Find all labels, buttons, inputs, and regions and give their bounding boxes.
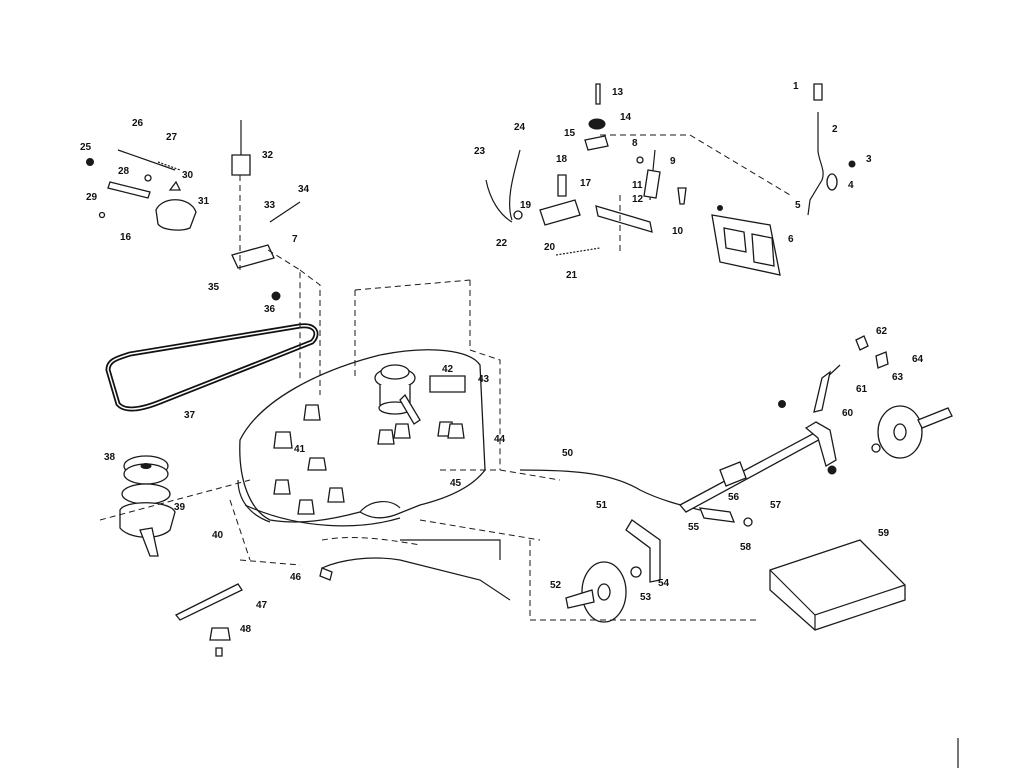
callout-30: 30 xyxy=(182,170,194,181)
callout-37: 37 xyxy=(184,410,196,421)
callout-60: 60 xyxy=(842,408,854,419)
callout-51: 51 xyxy=(596,500,608,511)
callout-34: 34 xyxy=(298,184,310,195)
callout-4: 4 xyxy=(848,180,854,191)
callout-39: 39 xyxy=(174,502,186,513)
callout-54: 54 xyxy=(658,578,670,589)
callout-53: 53 xyxy=(640,592,652,603)
callout-56: 56 xyxy=(728,492,740,503)
callout-28: 28 xyxy=(118,166,130,177)
idler-parts xyxy=(86,120,321,395)
callout-63: 63 xyxy=(892,372,904,383)
drive-belt xyxy=(105,323,319,412)
callout-36: 36 xyxy=(264,304,276,315)
callout-21: 21 xyxy=(566,270,578,281)
callout-20: 20 xyxy=(544,242,556,253)
callout-33: 33 xyxy=(264,200,276,211)
pulley-assembly xyxy=(119,455,176,557)
callout-15: 15 xyxy=(564,128,576,139)
callout-52: 52 xyxy=(550,580,562,591)
callout-19: 19 xyxy=(520,200,532,211)
callout-12: 12 xyxy=(632,194,644,205)
callout-35: 35 xyxy=(208,282,220,293)
callout-50: 50 xyxy=(562,448,574,459)
spindle-assembly xyxy=(374,364,421,425)
callout-labels: 1 2 3 4 5 6 7 8 9 10 11 12 13 14 15 16 1… xyxy=(80,81,924,635)
callout-64: 64 xyxy=(912,354,924,365)
callout-16: 16 xyxy=(120,232,132,243)
callout-45: 45 xyxy=(450,478,462,489)
callout-9: 9 xyxy=(670,156,676,167)
callout-10: 10 xyxy=(672,226,684,237)
callout-27: 27 xyxy=(166,132,178,143)
callout-61: 61 xyxy=(856,384,868,395)
blade-parts xyxy=(99,479,511,657)
callout-62: 62 xyxy=(876,326,888,337)
callout-44: 44 xyxy=(494,434,506,445)
callout-43: 43 xyxy=(478,374,490,385)
deck-brackets xyxy=(273,375,466,515)
callout-18: 18 xyxy=(556,154,568,165)
callout-3: 3 xyxy=(866,154,872,165)
control-lever xyxy=(711,83,856,276)
callout-8: 8 xyxy=(632,138,638,149)
callout-57: 57 xyxy=(770,500,782,511)
callout-46: 46 xyxy=(290,572,302,583)
callout-13: 13 xyxy=(612,87,624,98)
callout-58: 58 xyxy=(740,542,752,553)
wheel-axle-assembly xyxy=(499,335,953,631)
callout-29: 29 xyxy=(86,192,98,203)
mower-deck xyxy=(237,279,541,541)
lift-parts xyxy=(485,83,791,256)
callout-47: 47 xyxy=(256,600,268,611)
callout-11: 11 xyxy=(632,180,643,191)
callout-7: 7 xyxy=(292,234,298,245)
callout-48: 48 xyxy=(240,624,252,635)
callout-38: 38 xyxy=(104,452,116,463)
callout-26: 26 xyxy=(132,118,144,129)
callout-17: 17 xyxy=(580,178,592,189)
callout-1: 1 xyxy=(793,81,799,92)
callout-23: 23 xyxy=(474,146,486,157)
callout-22: 22 xyxy=(496,238,508,249)
callout-5: 5 xyxy=(795,200,801,211)
callout-40: 40 xyxy=(212,530,224,541)
callout-2: 2 xyxy=(832,124,838,135)
callout-41: 41 xyxy=(294,444,306,455)
callout-6: 6 xyxy=(788,234,794,245)
callout-42: 42 xyxy=(442,364,454,375)
callout-59: 59 xyxy=(878,528,890,539)
callout-32: 32 xyxy=(262,150,274,161)
callout-25: 25 xyxy=(80,142,92,153)
callout-55: 55 xyxy=(688,522,700,533)
callout-24: 24 xyxy=(514,122,526,133)
callout-14: 14 xyxy=(620,112,632,123)
callout-31: 31 xyxy=(198,196,210,207)
